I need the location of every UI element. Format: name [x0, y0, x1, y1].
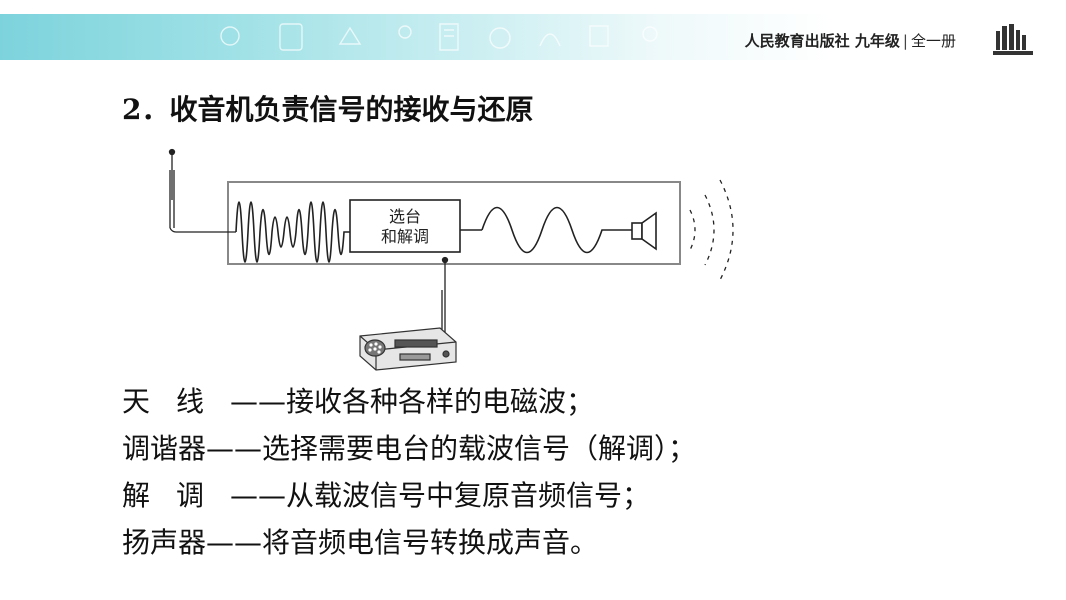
- modulated-wave: [235, 201, 356, 263]
- desc-speaker: 将音频电信号转换成声音。: [262, 526, 599, 559]
- term-tuner: 调谐器: [122, 432, 207, 465]
- tuner-label-line1: 选台: [389, 207, 421, 226]
- tuner-box: [349, 199, 461, 253]
- description-list: 天线——接收各种各样的电磁波； 调谐器——选择需要电台的载波信号（解调）； 解调…: [122, 382, 696, 570]
- description-tuner: 调谐器——选择需要电台的载波信号（解调）；: [122, 429, 696, 476]
- desc-demodulator: 从载波信号中复原音频信号；: [286, 479, 651, 512]
- audio-wave: [481, 206, 632, 254]
- separator: |: [902, 32, 908, 50]
- dash: ——: [230, 479, 287, 512]
- volume-label: 全一册: [910, 32, 956, 50]
- header-band: [0, 14, 1066, 60]
- receiver-frame: [227, 181, 681, 265]
- radio-device-icon: [359, 327, 457, 371]
- books-logo-icon: [993, 24, 1033, 55]
- section-title-text: 收音机负责信号的接收与还原: [169, 93, 534, 126]
- publisher-label: 人民教育出版社 九年级|全一册: [745, 30, 956, 51]
- section-title: 2．收音机负责信号的接收与还原: [122, 88, 534, 128]
- dash: ——: [206, 432, 263, 465]
- tuner-label-line2: 和解调: [381, 227, 429, 246]
- dash: ——: [230, 385, 287, 418]
- grade-label: 九年级: [854, 32, 900, 50]
- publisher-name: 人民教育出版社: [744, 32, 850, 50]
- sound-waves-icon: [689, 179, 734, 281]
- dash: ——: [206, 526, 263, 559]
- antenna-left: [168, 148, 236, 233]
- description-antenna: 天线——接收各种各样的电磁波；: [122, 382, 696, 429]
- desc-tuner: 选择需要电台的载波信号（解调）；: [262, 432, 697, 465]
- radio-receiver-diagram: 选台 和解调: [168, 148, 734, 371]
- decorative-doodles: [220, 23, 658, 51]
- term-speaker: 扬声器: [122, 526, 207, 559]
- section-number: 2．: [122, 93, 170, 126]
- speaker-icon: [631, 211, 657, 251]
- description-speaker: 扬声器——将音频电信号转换成声音。: [122, 523, 696, 570]
- term-demodulator: 解调: [122, 479, 231, 512]
- antenna-bottom: [441, 256, 449, 338]
- description-demodulator: 解调——从载波信号中复原音频信号；: [122, 476, 696, 523]
- term-antenna: 天线: [122, 385, 231, 418]
- desc-antenna: 接收各种各样的电磁波；: [286, 385, 595, 418]
